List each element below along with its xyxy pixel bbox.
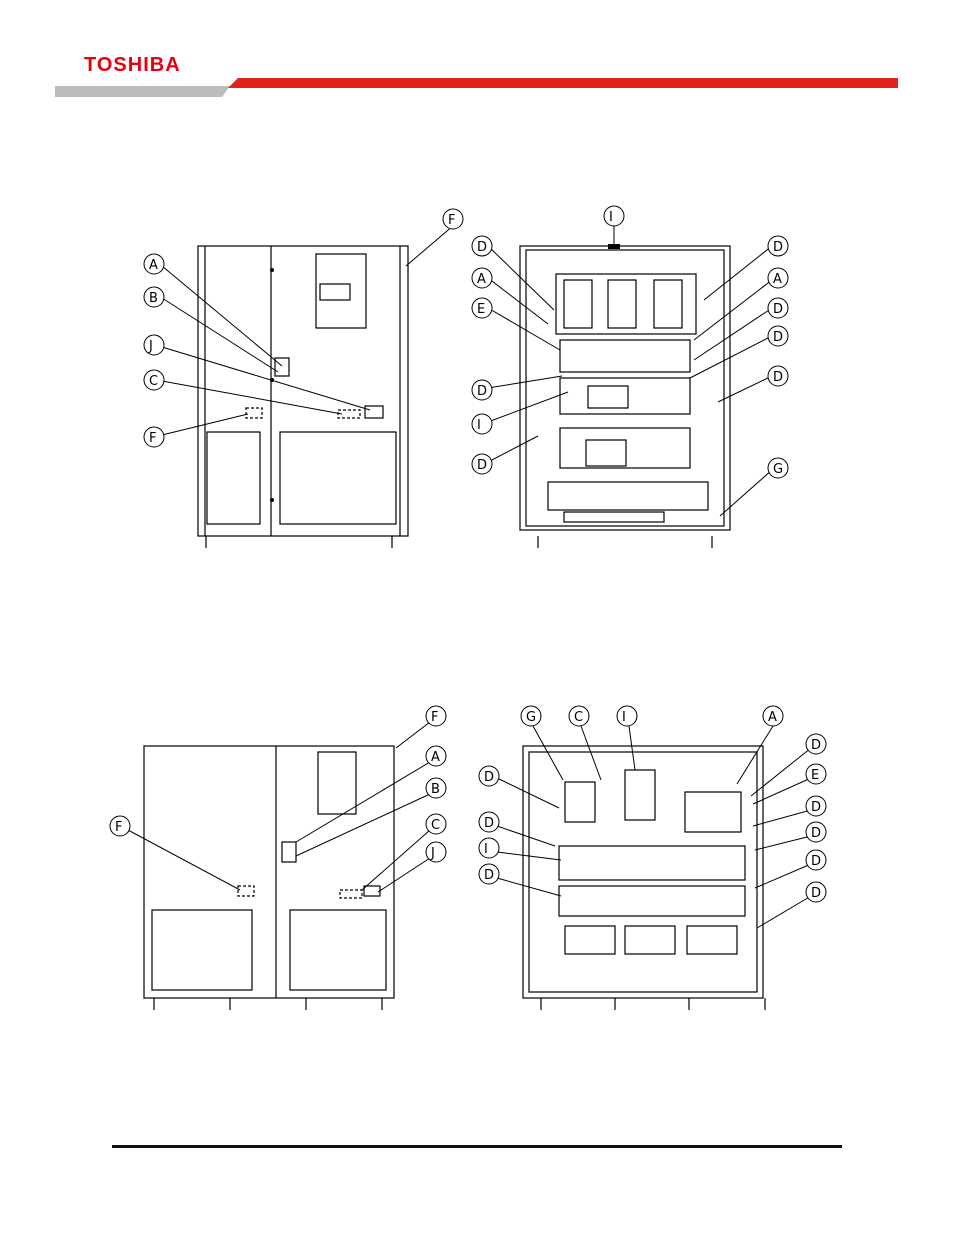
callout-d-6: D bbox=[773, 330, 783, 345]
callout-d-4: D bbox=[773, 240, 783, 255]
callout-f-left: F bbox=[115, 820, 122, 835]
callout-e: E bbox=[811, 768, 819, 783]
callout-a: A bbox=[768, 710, 777, 725]
callout-d-1: D bbox=[477, 240, 487, 255]
callout-b: B bbox=[149, 291, 158, 306]
callout-e: E bbox=[477, 302, 485, 317]
callout-i: I bbox=[484, 842, 488, 857]
header-red-bar bbox=[228, 78, 898, 88]
callout-d-3: D bbox=[484, 868, 494, 883]
footer-rule bbox=[112, 1145, 842, 1148]
callout-f-top-label: F bbox=[448, 213, 455, 228]
callout-g: G bbox=[526, 710, 536, 725]
header-gray-bar bbox=[55, 86, 230, 97]
callout-i-top: I bbox=[622, 710, 626, 725]
figure-upper-front-exterior: A B J C F bbox=[130, 200, 460, 560]
callout-d-7: D bbox=[773, 370, 783, 385]
figure-upper-front-interior: D A E D I D I D A D D D G bbox=[468, 200, 798, 560]
callout-c: C bbox=[431, 818, 440, 833]
callout-c: C bbox=[149, 374, 158, 389]
callout-a-right: A bbox=[773, 272, 782, 287]
callout-d-4: D bbox=[811, 738, 821, 753]
callout-a: A bbox=[149, 258, 158, 273]
callout-d-5: D bbox=[773, 302, 783, 317]
callout-d-3: D bbox=[477, 458, 487, 473]
callout-d-2: D bbox=[484, 816, 494, 831]
callout-b: B bbox=[431, 782, 440, 797]
callout-d-8: D bbox=[811, 886, 821, 901]
callout-i-top: I bbox=[609, 210, 613, 225]
callout-d-5: D bbox=[811, 800, 821, 815]
callout-c: C bbox=[574, 710, 583, 725]
toshiba-logo: TOSHIBA bbox=[84, 54, 181, 77]
callout-d-6: D bbox=[811, 826, 821, 841]
callout-d-1: D bbox=[484, 770, 494, 785]
callout-j: J bbox=[430, 846, 435, 861]
callout-g: G bbox=[773, 462, 783, 477]
callout-f-top: F bbox=[440, 206, 466, 232]
figure-lower-front-exterior: F F A B C J bbox=[100, 700, 460, 1020]
figure-lower-front-interior: G C I A D D I D D E D D D D bbox=[475, 700, 830, 1020]
callout-a: A bbox=[477, 272, 486, 287]
callout-d-2: D bbox=[477, 384, 487, 399]
callout-j: J bbox=[148, 339, 153, 354]
callout-f-top: F bbox=[431, 710, 438, 725]
callout-d-7: D bbox=[811, 854, 821, 869]
callout-i: I bbox=[477, 418, 481, 433]
callout-f: F bbox=[149, 431, 156, 446]
callout-a: A bbox=[431, 750, 440, 765]
